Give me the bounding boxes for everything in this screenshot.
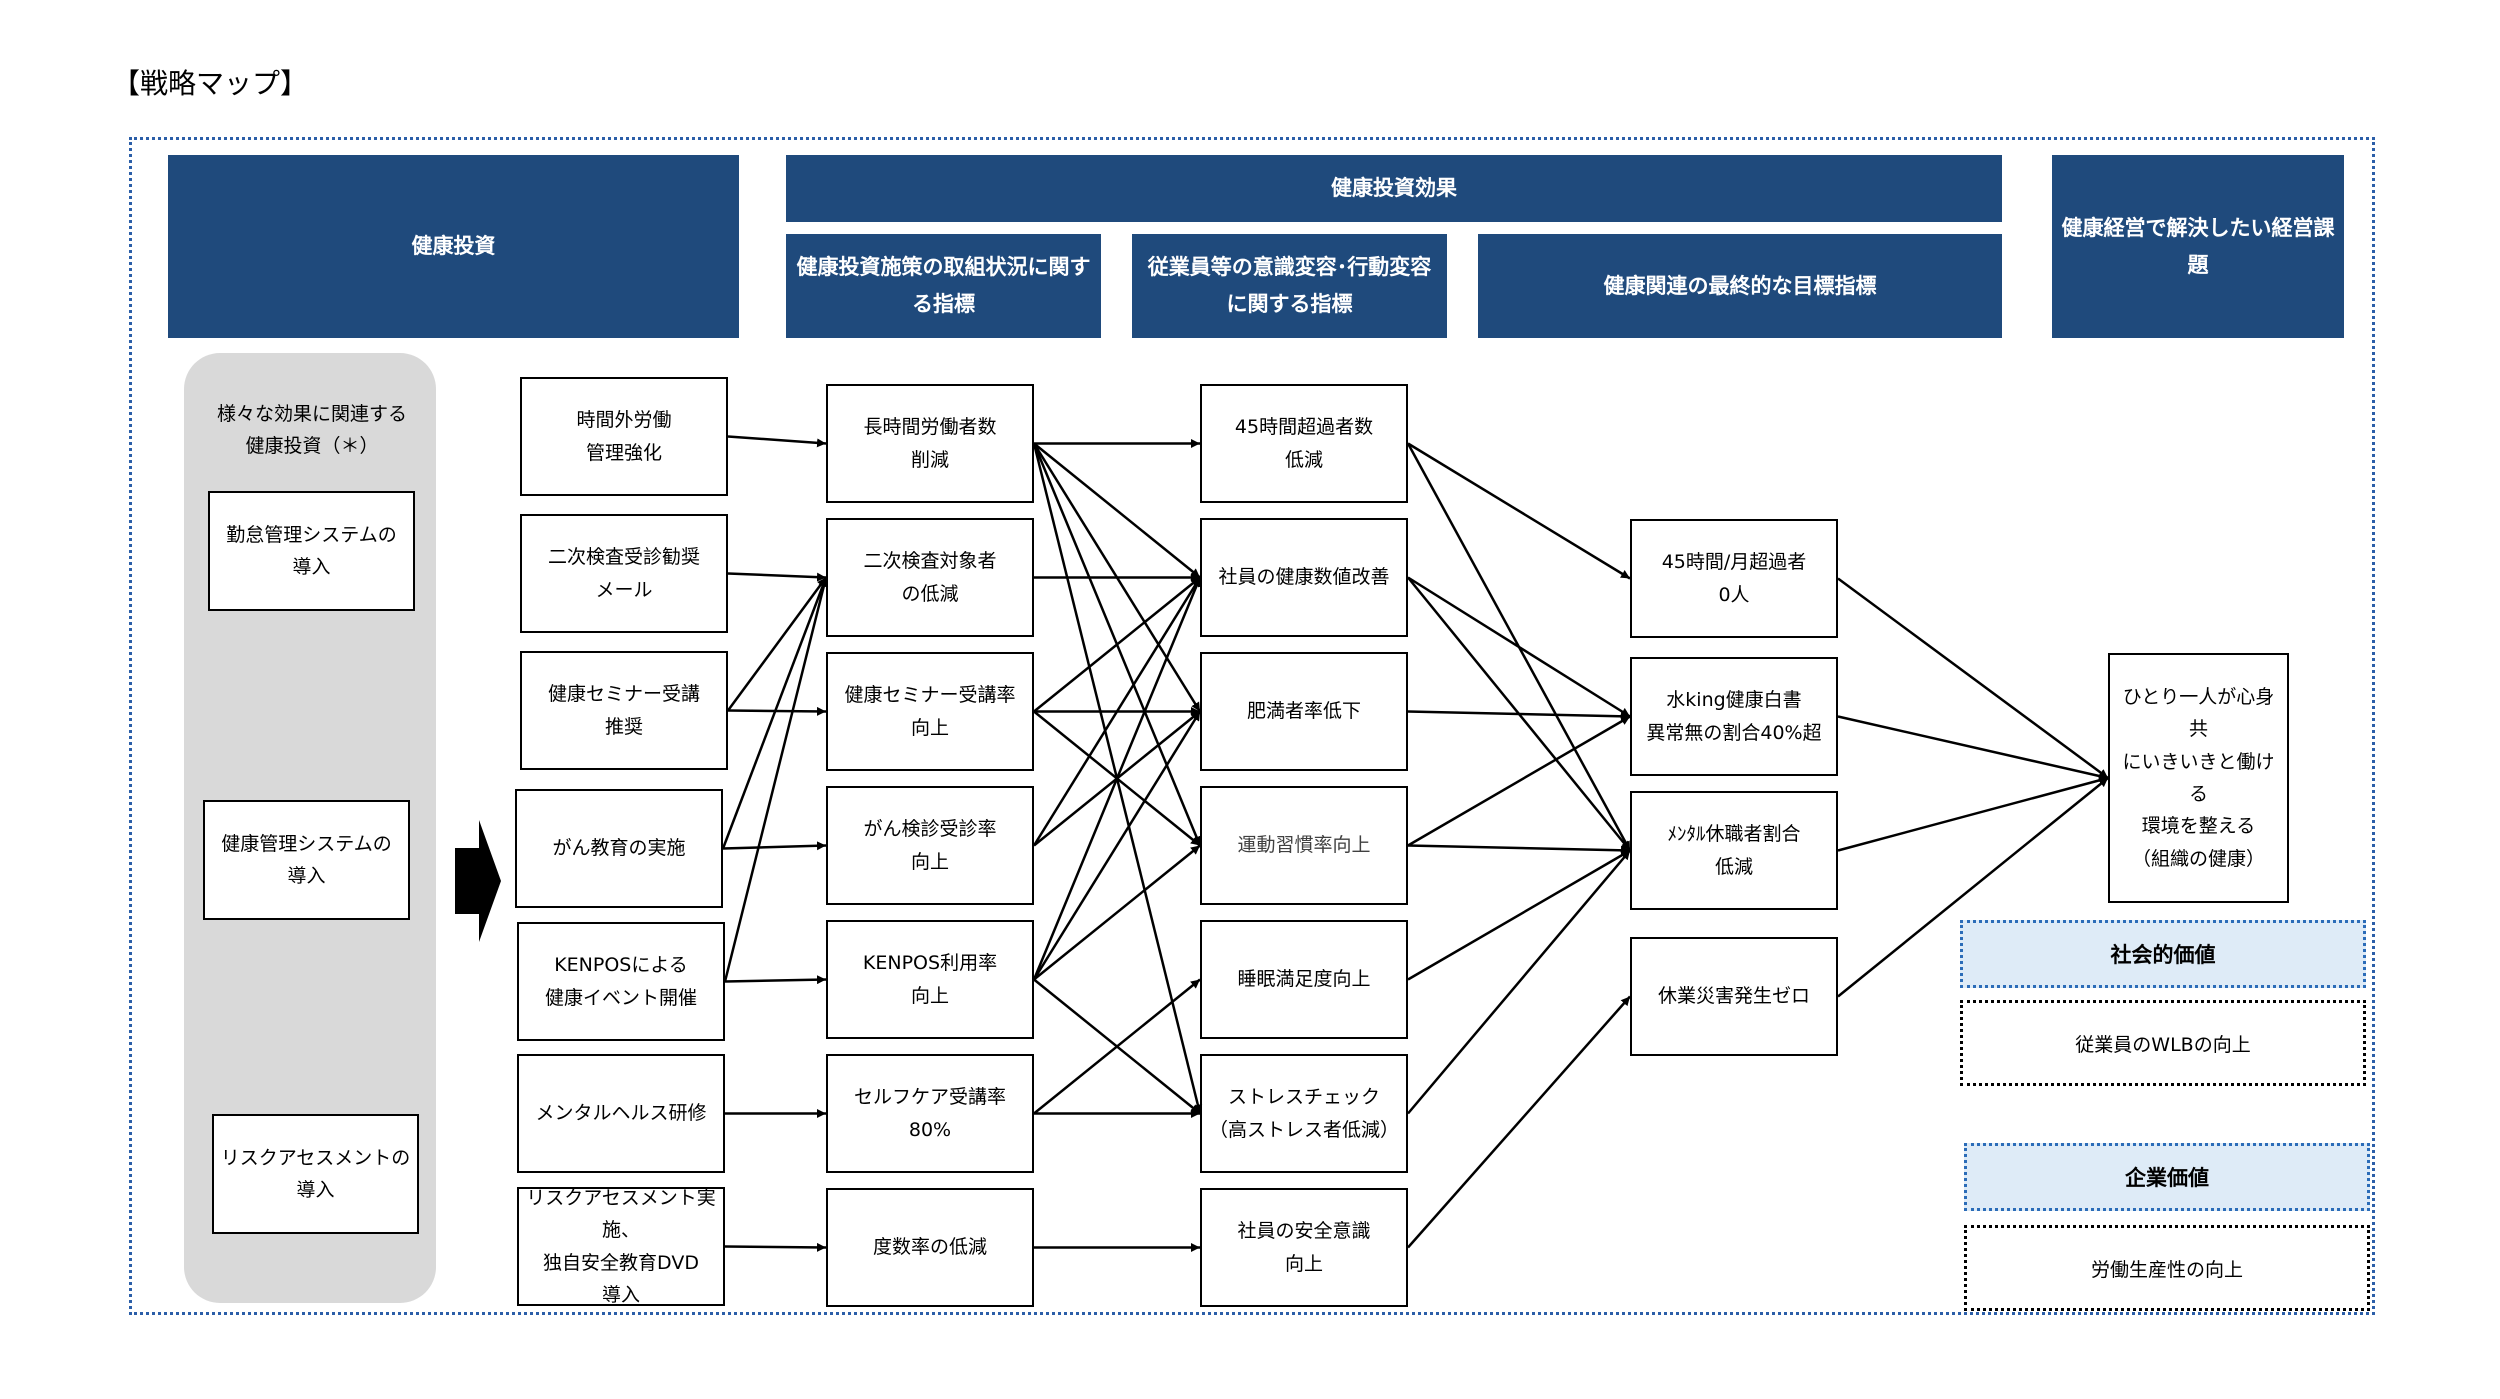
connector-arrow: [1032, 576, 1202, 847]
social-value-box: 従業員のWLBの向上: [1960, 1000, 2366, 1086]
connector-arrow: [1033, 442, 1201, 579]
connector-arrow: [1407, 442, 1631, 580]
header-effects: 健康投資効果: [786, 155, 2002, 222]
connector-arrow: [1837, 577, 2109, 780]
measure-box: KENPOSによる 健康イベント開催: [517, 922, 725, 1041]
activity-indicator-box: 長時間労働者数 削減: [826, 384, 1034, 503]
connector-arrow: [722, 841, 827, 851]
connector-arrow: [1033, 978, 1201, 1115]
behavior-indicator-box: 社員の安全意識 向上: [1200, 1188, 1408, 1307]
connector-arrow: [1407, 849, 1631, 981]
final-indicator-box: ﾒﾝﾀﾙ休職者割合 低減: [1630, 791, 1838, 910]
activity-indicator-box: 度数率の低減: [826, 1188, 1034, 1307]
page-title: 【戦略マップ】: [112, 67, 309, 100]
activity-indicator-box: 健康セミナー受講率 向上: [826, 652, 1034, 771]
measure-box: がん教育の実施: [515, 789, 723, 908]
measure-box: 二次検査受診勧奨 メール: [520, 514, 728, 633]
connector-arrow: [727, 706, 827, 716]
behavior-indicator-box: ストレスチェック （高ストレス者低減）: [1200, 1054, 1408, 1173]
final-indicator-box: 休業災害発生ゼロ: [1630, 937, 1838, 1056]
connector-arrow: [726, 576, 828, 712]
strategy-map-frame: [129, 137, 2375, 1315]
connector-arrow: [1837, 777, 2109, 998]
measure-box: 健康セミナー受講 推奨: [520, 651, 728, 770]
final-indicator-box: 水king健康白書 異常無の割合40%超: [1630, 657, 1838, 776]
behavior-indicator-box: 肥満者率低下: [1200, 652, 1408, 771]
connector-arrow: [1032, 577, 1202, 980]
business-goal-box: ひとり一人が心身共 にいきいきと働ける 環境を整える （組織の健康）: [2108, 653, 2289, 903]
connector-arrow: [1407, 844, 1631, 855]
header-investment: 健康投資: [168, 155, 739, 338]
social-value-header: 社会的価値: [1960, 920, 2366, 988]
activity-indicator-box: KENPOS利用率 向上: [826, 920, 1034, 1039]
connector-arrow: [1837, 775, 2109, 852]
header-activity-indicators: 健康投資施策の取組状況に関する指標: [786, 234, 1101, 338]
connector-arrow: [727, 572, 827, 582]
header-final-indicators: 健康関連の最終的な目標指標: [1478, 234, 2002, 338]
corporate-value-box: 労働生産性の向上: [1964, 1225, 2370, 1311]
connector-arrow: [724, 1242, 827, 1252]
side-item: リスクアセスメントの 導入: [212, 1114, 419, 1234]
connector-arrow: [1033, 844, 1201, 981]
connector-arrow: [724, 975, 827, 985]
connector-arrow: [1407, 715, 1631, 847]
connector-arrow: [1033, 576, 1201, 713]
corporate-value-header: 企業価値: [1964, 1143, 2370, 1211]
measure-box: 時間外労働 管理強化: [520, 377, 728, 496]
behavior-indicator-box: 45時間超過者数 低減: [1200, 384, 1408, 503]
activity-indicator-box: セルフケア受講率 80%: [826, 1054, 1034, 1173]
behavior-indicator-box: 社員の健康数値改善: [1200, 518, 1408, 637]
activity-indicator-box: 二次検査対象者 の低減: [826, 518, 1034, 637]
behavior-indicator-box: 睡眠満足度向上: [1200, 920, 1408, 1039]
final-indicator-box: 45時間/月超過者 0人: [1630, 519, 1838, 638]
behavior-indicator-box: 運動習慣率向上: [1200, 786, 1408, 905]
connector-arrow: [1407, 576, 1631, 718]
connector-arrow: [1032, 710, 1202, 981]
connector-arrow: [1837, 715, 2109, 781]
side-item: 勤怠管理システムの 導入: [208, 491, 415, 611]
common-investment-caption: 様々な効果に関連する 健康投資（＊）: [216, 403, 407, 458]
big-right-arrow: [455, 820, 501, 942]
header-business-issue: 健康経営で解決したい経営課題: [2052, 155, 2344, 338]
activity-indicator-box: がん検診受診率 向上: [826, 786, 1034, 905]
connector-arrow: [723, 577, 829, 982]
measure-box: メンタルヘルス研修: [517, 1054, 725, 1173]
side-item: 健康管理システムの 導入: [203, 800, 410, 920]
connector-arrow: [1407, 710, 1631, 721]
connector-arrow: [1407, 995, 1631, 1249]
header-behavior-indicators: 従業員等の意識変容･行動変容に関する指標: [1132, 234, 1447, 338]
connector-arrow: [727, 435, 827, 448]
measure-box: リスクアセスメント実施、 独自安全教育DVD 導入: [517, 1187, 725, 1306]
connector-arrow: [721, 577, 828, 849]
connector-arrow: [1407, 849, 1631, 1115]
